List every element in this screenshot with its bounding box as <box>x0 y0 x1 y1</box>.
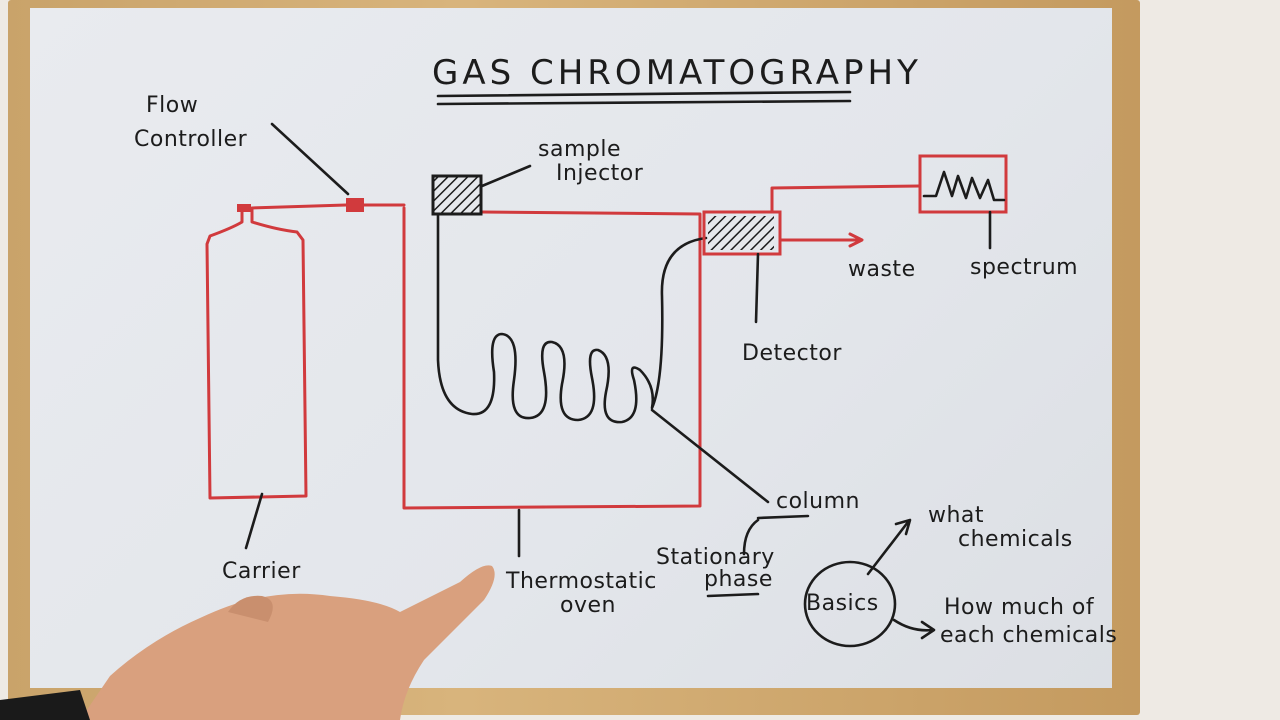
sample-injector-label-1: sample <box>538 137 621 162</box>
flow-controller-label-2: Controller <box>134 127 248 152</box>
flow-controller-label-1: Flow <box>146 93 198 118</box>
how-much-label-2: each chemicals <box>940 623 1117 648</box>
flow-controller-valve <box>346 198 364 212</box>
signal-line <box>770 184 922 214</box>
stationary-phase-pointer <box>742 514 810 556</box>
sample-injector-label-2: Injector <box>556 161 644 186</box>
waste-label: waste <box>848 257 916 282</box>
pointing-hand <box>0 565 495 720</box>
carrier-gas-cylinder <box>205 208 308 500</box>
thermostatic-oven-label-1: Thermostatic <box>505 569 657 594</box>
arrow-what <box>866 518 912 576</box>
thermostatic-oven <box>402 206 702 510</box>
arrow-how-much <box>892 618 936 640</box>
detector <box>702 210 782 256</box>
stationary-phase-label-2: phase <box>704 567 773 592</box>
cylinder-valve <box>237 204 251 212</box>
spectrum-label: spectrum <box>970 255 1078 280</box>
spectrum-trace <box>922 170 1006 202</box>
detector-pointer <box>754 252 760 324</box>
detector-label: Detector <box>742 341 842 366</box>
thermostatic-oven-label-2: oven <box>560 593 616 618</box>
whiteboard <box>30 8 1112 688</box>
what-chemicals-label-2: chemicals <box>958 527 1073 552</box>
waste-arrow <box>848 232 864 248</box>
how-much-label-1: How much of <box>944 595 1095 620</box>
injector-pointer <box>480 164 532 188</box>
sample-injector <box>431 174 483 216</box>
recorder <box>918 154 1008 214</box>
flow-controller-pointer <box>270 122 350 196</box>
column-label: column <box>776 489 860 514</box>
detector-hatch <box>708 216 774 250</box>
column-coil <box>436 212 708 424</box>
page-title: GAS CHROMATOGRAPHY <box>432 53 922 93</box>
basics-circle <box>803 560 897 648</box>
column-pointer <box>650 408 770 504</box>
title-underline <box>436 90 852 106</box>
carrier-label: Carrier <box>222 559 301 584</box>
stationary-phase-label-1: Stationary <box>656 545 775 570</box>
what-chemicals-label-1: what <box>928 503 984 528</box>
carrier-pointer <box>244 492 264 550</box>
gas-line <box>250 203 406 210</box>
basics-label: Basics <box>806 591 879 616</box>
phase-underline <box>706 592 760 598</box>
